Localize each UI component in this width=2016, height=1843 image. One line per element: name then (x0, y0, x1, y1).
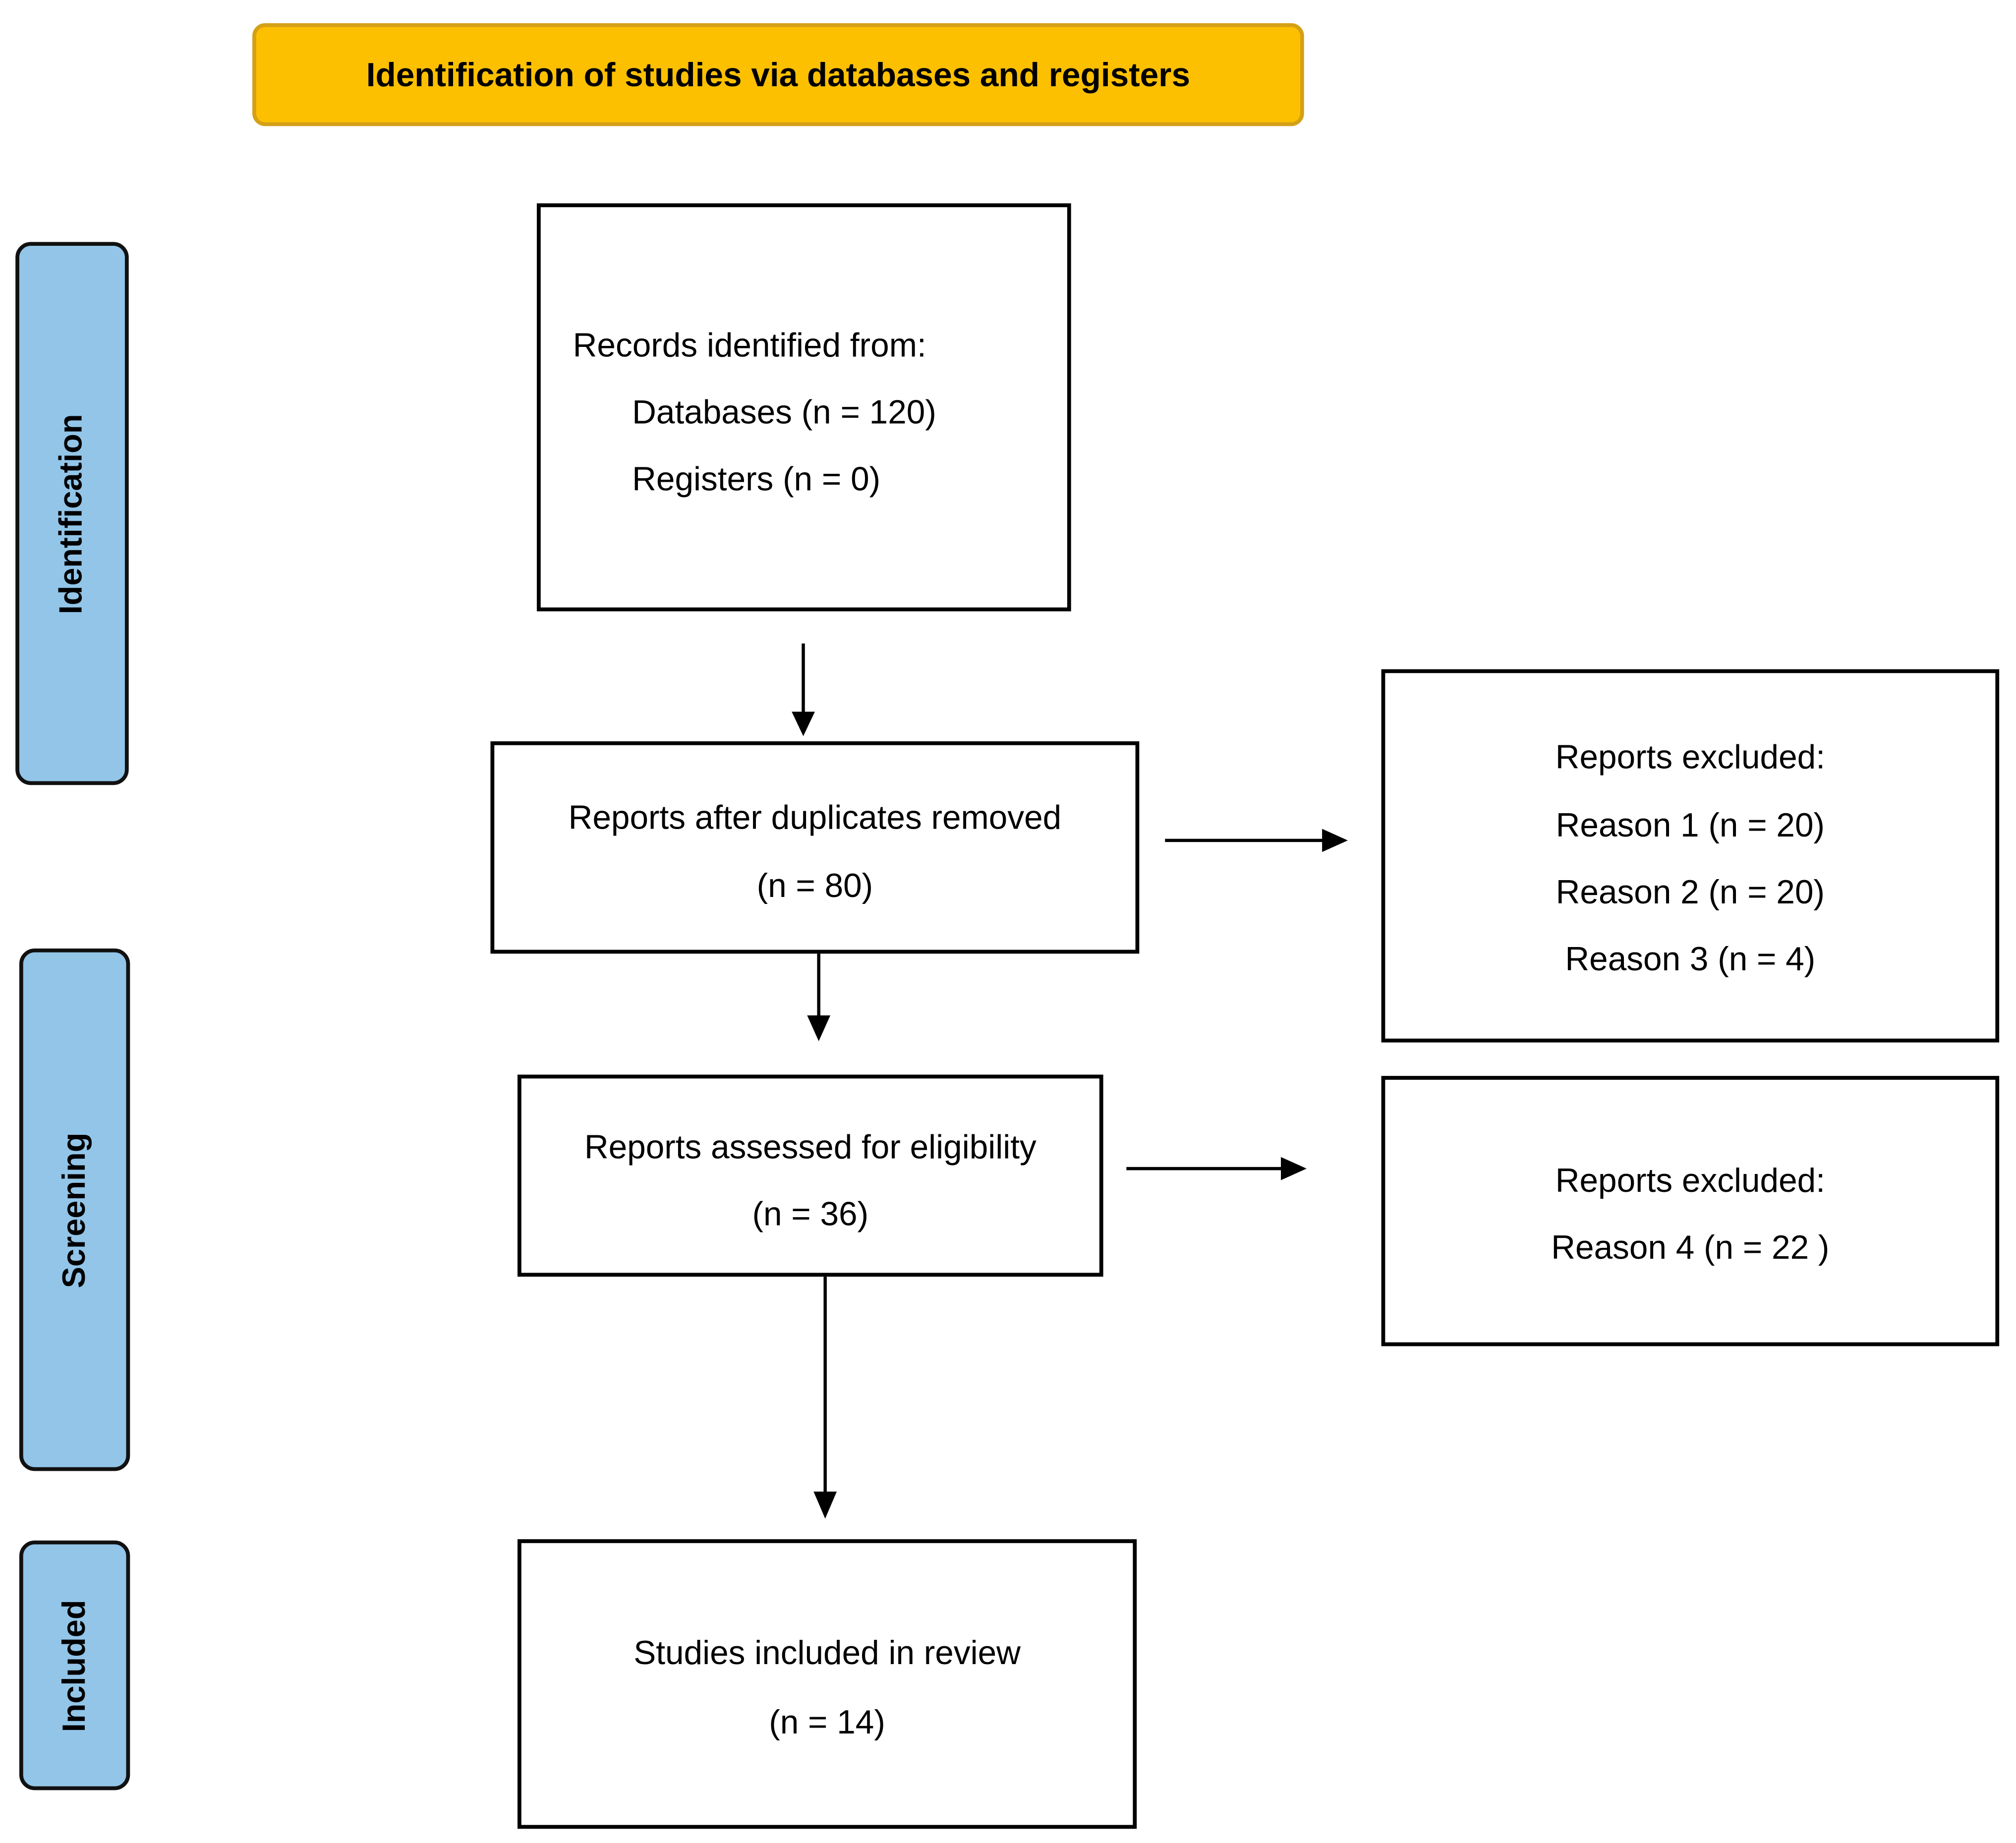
included-label: Studies included in review (634, 1633, 1021, 1672)
excluded-reason-3: Reason 3 (n = 4) (1565, 939, 1816, 978)
excluded-first-title: Reports excluded: (1555, 737, 1825, 776)
excluded-second-box: Reports excluded: Reason 4 (n = 22 ) (1381, 1076, 2000, 1346)
excluded-reason-4: Reason 4 (n = 22 ) (1551, 1228, 1830, 1267)
arrowhead-down-2 (807, 1015, 831, 1041)
phase-included-label: Included (56, 1599, 92, 1731)
phase-identification: Identification (15, 242, 129, 785)
phase-screening: Screening (19, 948, 130, 1471)
excluded-second-title: Reports excluded: (1555, 1161, 1825, 1200)
excluded-reason-1: Reason 1 (n = 20) (1555, 805, 1825, 844)
phase-included: Included (19, 1540, 130, 1790)
header-title: Identification of studies via databases … (366, 55, 1191, 94)
assessed-count: (n = 36) (752, 1194, 869, 1233)
assessed-label: Reports assessed for eligibility (584, 1127, 1037, 1166)
after-duplicates-count: (n = 80) (756, 866, 873, 905)
excluded-first-box: Reports excluded: Reason 1 (n = 20) Reas… (1381, 669, 2000, 1043)
included-box: Studies included in review (n = 14) (517, 1539, 1137, 1829)
after-duplicates-label: Reports after duplicates removed (568, 798, 1062, 837)
phase-screening-label: Screening (56, 1132, 92, 1288)
header-banner: Identification of studies via databases … (252, 23, 1304, 126)
records-databases: Databases (n = 120) (632, 392, 936, 431)
arrowhead-down-1 (792, 712, 815, 736)
arrowhead-down-3 (813, 1491, 837, 1519)
included-count: (n = 14) (769, 1702, 885, 1741)
after-duplicates-box: Reports after duplicates removed (n = 80… (490, 741, 1140, 954)
arrowhead-right-2 (1281, 1157, 1307, 1180)
phase-identification-label: Identification (53, 413, 90, 614)
records-title: Records identified from: (573, 326, 926, 364)
arrowhead-right-1 (1322, 829, 1348, 852)
records-registers: Registers (n = 0) (632, 459, 881, 499)
records-identified-box: Records identified from: Databases (n = … (536, 203, 1071, 612)
assessed-box: Reports assessed for eligibility (n = 36… (517, 1074, 1103, 1277)
excluded-reason-2: Reason 2 (n = 20) (1555, 872, 1825, 911)
